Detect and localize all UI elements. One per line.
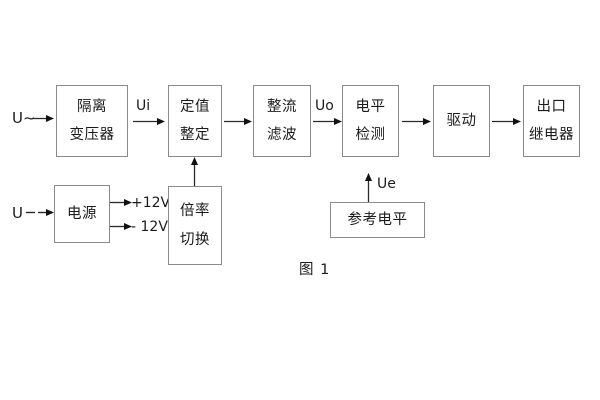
block-output-relay-line2: 继电器 (529, 127, 574, 143)
block-output-relay: 出口 继电器 (523, 85, 580, 157)
block-isolation-transformer-line2: 变压器 (69, 127, 115, 143)
block-level-detection: 电平 检测 (342, 85, 399, 157)
signal-label-ui: Ui (136, 98, 151, 114)
figure-caption: 图 1 (299, 262, 331, 278)
arrow-rail-positive (110, 198, 132, 207)
block-reference-level-line1: 参考电平 (347, 211, 408, 228)
arrow-input-to-power-supply (26, 208, 54, 217)
arrow-level-to-drive (402, 117, 431, 126)
arrow-rail-negative (110, 222, 132, 231)
arrow-drive-to-relay (492, 117, 521, 126)
block-output-relay-line1: 出口 (536, 98, 567, 115)
block-isolation-transformer-line1: 隔离 (77, 98, 107, 115)
ac-input-label: U~ (12, 109, 36, 127)
block-rectify-filter-line1: 整流 (267, 98, 297, 115)
block-power-supply-line1: 电源 (67, 205, 97, 222)
block-multiplier-switch: 倍率 切换 (168, 186, 222, 265)
block-level-detection-line2: 检测 (355, 127, 386, 143)
block-rectify-filter: 整流 滤波 (253, 85, 311, 157)
arrow-input-to-isolation (32, 114, 54, 123)
block-setting-value: 定值 整定 (168, 85, 222, 157)
block-multiplier-switch-line1: 倍率 (180, 203, 210, 219)
block-setting-value-line2: 整定 (180, 127, 210, 143)
dc-input-label: U (12, 204, 23, 222)
block-level-detection-line1: 电平 (355, 98, 386, 115)
arrow-multiplier-to-setting (190, 157, 199, 186)
block-reference-level: 参考电平 (330, 202, 425, 238)
block-isolation-transformer: 隔离 变压器 (56, 85, 128, 157)
block-rectify-filter-line2: 滤波 (267, 127, 297, 143)
signal-label-ue: Ue (377, 176, 396, 192)
arrow-isolation-to-setting (133, 117, 165, 126)
block-multiplier-switch-line2: 切换 (180, 231, 210, 248)
block-setting-value-line1: 定值 (180, 98, 210, 115)
block-drive: 驱动 (433, 85, 490, 157)
block-drive-line1: 驱动 (446, 112, 477, 129)
block-power-supply: 电源 (54, 185, 110, 243)
rail-positive-label: +12V (131, 195, 171, 211)
arrow-setting-to-rectify (224, 117, 252, 126)
rail-negative-label: - 12V (131, 219, 168, 235)
signal-label-uo: Uo (315, 98, 334, 114)
arrow-rectify-to-level (313, 117, 342, 126)
arrow-reference-to-level (364, 173, 373, 202)
